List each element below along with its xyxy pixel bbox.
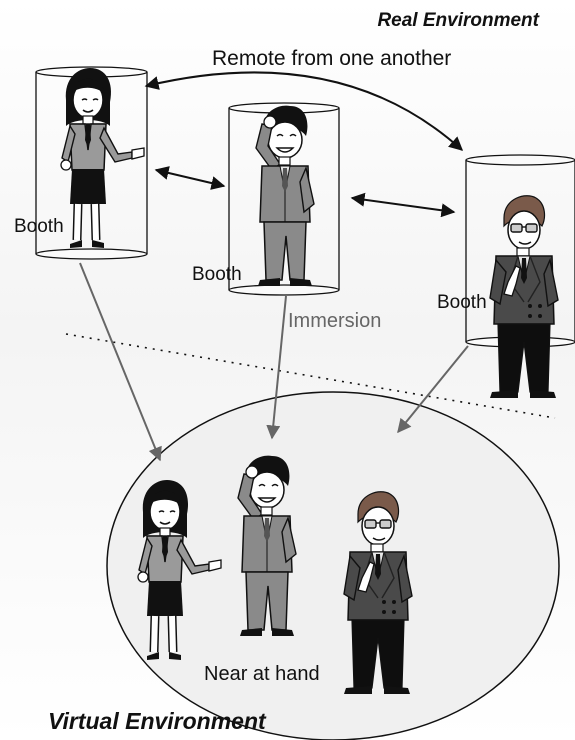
immersion-arrow-3: [397, 345, 469, 434]
booth-label-3: Booth: [437, 292, 487, 313]
immersion-label: Immersion: [288, 310, 382, 332]
real-environment-title: Real Environment: [377, 10, 539, 31]
environment-boundary-line: [65, 333, 556, 419]
booth-label-2: Booth: [192, 264, 242, 285]
immersion-arrow-1: [79, 262, 162, 462]
remote-arc-arrow: [144, 71, 464, 151]
near-at-hand-label: Near at hand: [204, 663, 320, 685]
man-figure-booth: [255, 104, 315, 287]
booth-link-arrow-2-3: [350, 192, 456, 218]
virtual-environment-circle: [106, 391, 560, 740]
booth-link-arrow-1-2: [154, 166, 226, 190]
remote-label: Remote from one another: [212, 47, 452, 70]
immersion-arrow-2: [266, 295, 287, 440]
booth-label-1: Booth: [14, 216, 64, 237]
glasses-man-figure-booth: [489, 195, 559, 399]
virtual-environment-title: Virtual Environment: [48, 708, 266, 734]
woman-figure-booth: [61, 68, 144, 248]
